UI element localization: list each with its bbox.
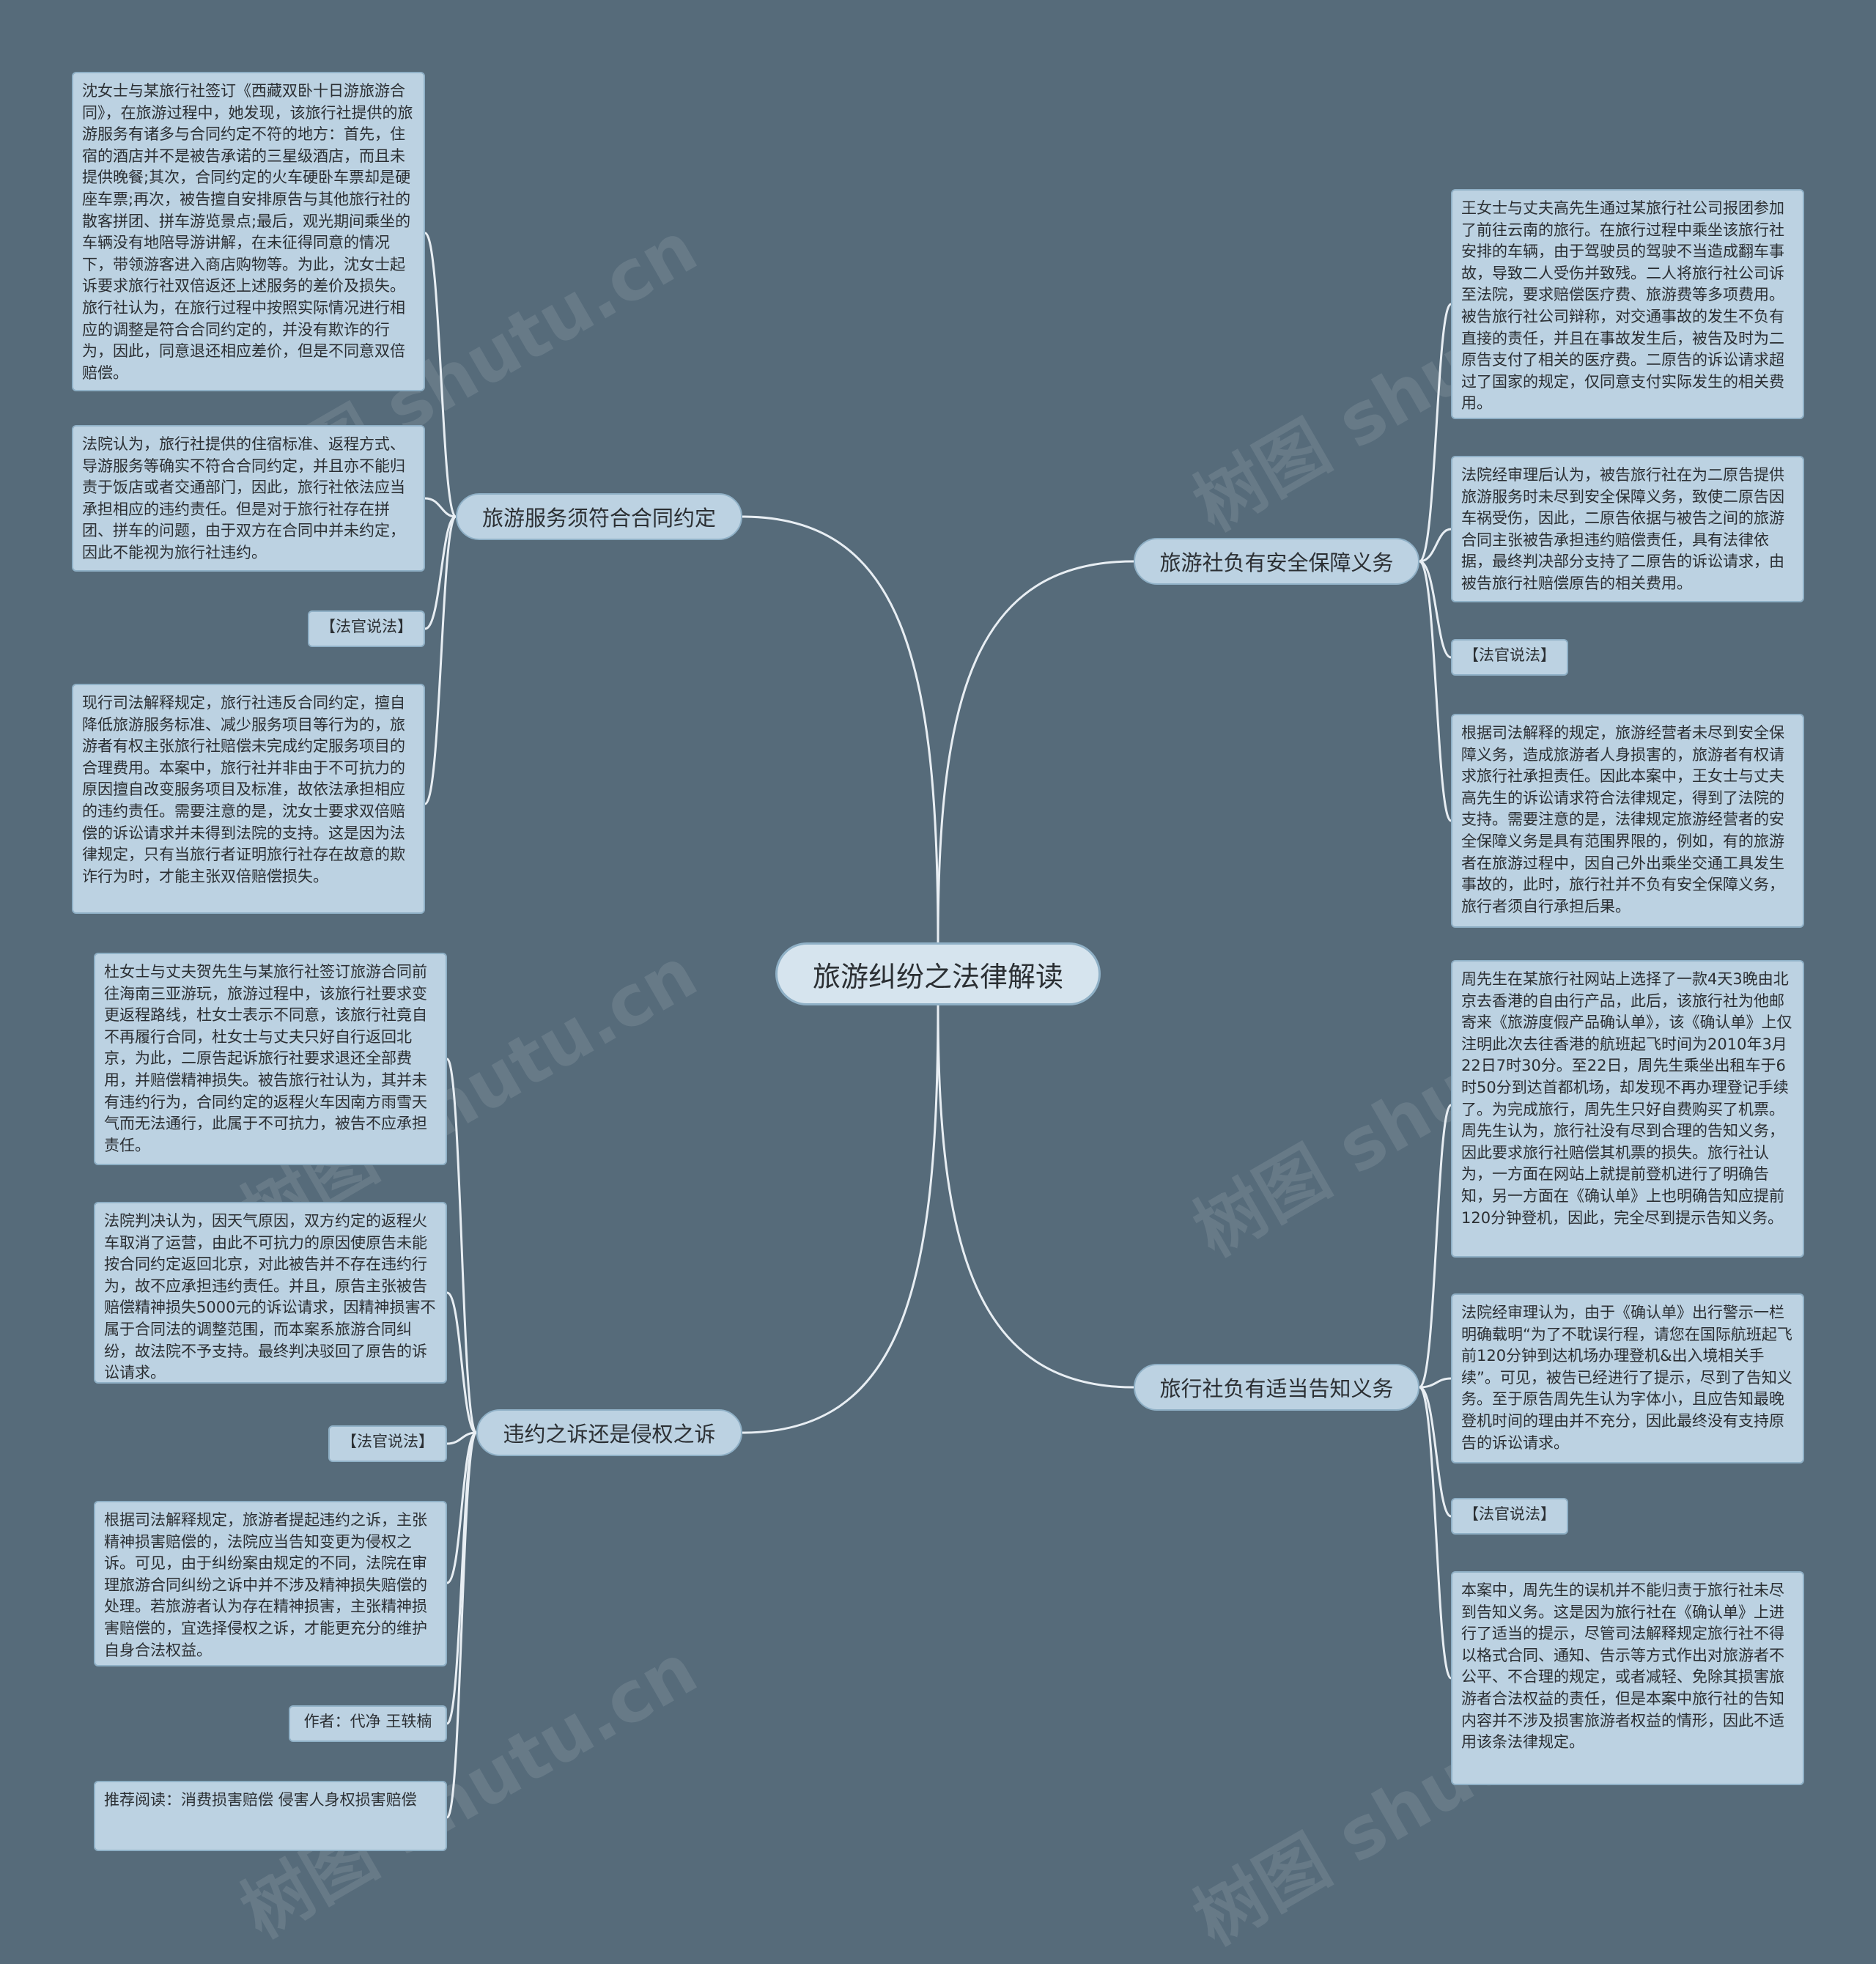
connector-root-to-branch-safety bbox=[937, 560, 1134, 943]
legal-analysis-node[interactable]: 本案中，周先生的误机并不能归责于旅行社未尽到告知义务。这是因为旅行社在《确认单》… bbox=[1451, 1571, 1804, 1785]
case-text-node[interactable]: 王女士与丈夫高先生通过某旅行社公司报团参加了前往云南的旅行。在旅行过程中乘坐该旅… bbox=[1451, 189, 1804, 419]
judge-says-tag[interactable]: 【法官说法】 bbox=[308, 610, 425, 647]
connector-lawsuit-leaf-3 bbox=[446, 1431, 477, 1445]
connector-safety-leaf-2 bbox=[1419, 528, 1452, 563]
judge-says-tag[interactable]: 【法官说法】 bbox=[1451, 1498, 1568, 1535]
connector-service-leaf-4 bbox=[424, 515, 457, 805]
connector-lines bbox=[424, 232, 1452, 1819]
author-node[interactable]: 作者：代净 王轶楠 bbox=[289, 1705, 447, 1742]
connector-root-to-branch-lawsuit bbox=[742, 1005, 939, 1434]
branch-service-contract[interactable]: 旅游服务须符合合同约定 bbox=[456, 493, 742, 540]
connector-safety-leaf-1 bbox=[1418, 303, 1452, 563]
case-text-node[interactable]: 沈女士与某旅行社签订《西藏双卧十日游旅游合同》，在旅游过程中，她发现，该旅行社提… bbox=[72, 72, 425, 391]
judge-says-tag[interactable]: 【法官说法】 bbox=[328, 1425, 447, 1462]
connector-notice-leaf-1 bbox=[1418, 1104, 1452, 1389]
court-ruling-node[interactable]: 法院经审理后认为，被告旅行社在为二原告提供旅游服务时未尽到安全保障义务，致使二原… bbox=[1451, 456, 1804, 602]
branch-breach-or-tort[interactable]: 违约之诉还是侵权之诉 bbox=[476, 1409, 742, 1456]
connector-lawsuit-leaf-4 bbox=[446, 1431, 477, 1584]
branch-safety-duty[interactable]: 旅游社负有安全保障义务 bbox=[1134, 538, 1419, 585]
connector-safety-leaf-4 bbox=[1418, 560, 1452, 822]
branch-notice-duty[interactable]: 旅行社负有适当告知义务 bbox=[1134, 1364, 1419, 1411]
connector-lawsuit-leaf-1 bbox=[446, 1057, 478, 1434]
legal-analysis-node[interactable]: 现行司法解释规定，旅行社违反合同约定，擅自降低旅游服务标准、减少服务项目等行为的… bbox=[72, 684, 425, 914]
case-text-node[interactable]: 周先生在某旅行社网站上选择了一款4天3晚由北京去香港的自由行产品，此后，该旅行社… bbox=[1451, 960, 1804, 1258]
court-ruling-node[interactable]: 法院认为，旅行社提供的住宿标准、返程方式、导游服务等确实不符合合同约定，并且亦不… bbox=[72, 425, 425, 572]
recommended-reading-node[interactable]: 推荐阅读：消费损害赔偿 侵害人身权损害赔偿 bbox=[94, 1781, 447, 1851]
court-ruling-node[interactable]: 法院经审理认为，由于《确认单》出行警示一栏明确载明“为了不耽误行程，请您在国际航… bbox=[1451, 1293, 1804, 1463]
connector-safety-leaf-3 bbox=[1419, 560, 1452, 659]
mind-map-canvas: 树图 shutu.cn 树图 shutu.cn 树图 shutu.cn 树图 s… bbox=[72, 72, 1804, 1961]
connector-service-leaf-3 bbox=[424, 515, 457, 630]
connector-notice-leaf-4 bbox=[1418, 1386, 1452, 1680]
connector-lawsuit-leaf-6 bbox=[446, 1431, 478, 1819]
connector-lawsuit-leaf-2 bbox=[446, 1291, 477, 1434]
connector-root-to-branch-service bbox=[742, 515, 939, 943]
legal-analysis-node[interactable]: 根据司法解释规定，旅游者提起违约之诉，主张精神损害赔偿的，法院应当告知变更为侵权… bbox=[94, 1501, 447, 1666]
case-text-node[interactable]: 杜女士与丈夫贺先生与某旅行社签订旅游合同前往海南三亚游玩，旅游过程中，该旅行社要… bbox=[94, 953, 447, 1165]
connector-service-leaf-1 bbox=[424, 232, 457, 518]
root-topic[interactable]: 旅游纠纷之法律解读 bbox=[775, 942, 1101, 1005]
connector-service-leaf-2 bbox=[424, 497, 457, 518]
court-ruling-node[interactable]: 法院判决认为，因天气原因，双方约定的返程火车取消了运营，由此不可抗力的原因使原告… bbox=[94, 1202, 447, 1384]
connector-root-to-branch-notice bbox=[937, 1005, 1134, 1389]
judge-says-tag[interactable]: 【法官说法】 bbox=[1451, 639, 1568, 676]
legal-analysis-node[interactable]: 根据司法解释的规定，旅游经营者未尽到安全保障义务，造成旅游者人身损害的，旅游者有… bbox=[1451, 714, 1804, 928]
connector-notice-leaf-2 bbox=[1419, 1377, 1452, 1389]
connector-notice-leaf-3 bbox=[1419, 1386, 1452, 1518]
